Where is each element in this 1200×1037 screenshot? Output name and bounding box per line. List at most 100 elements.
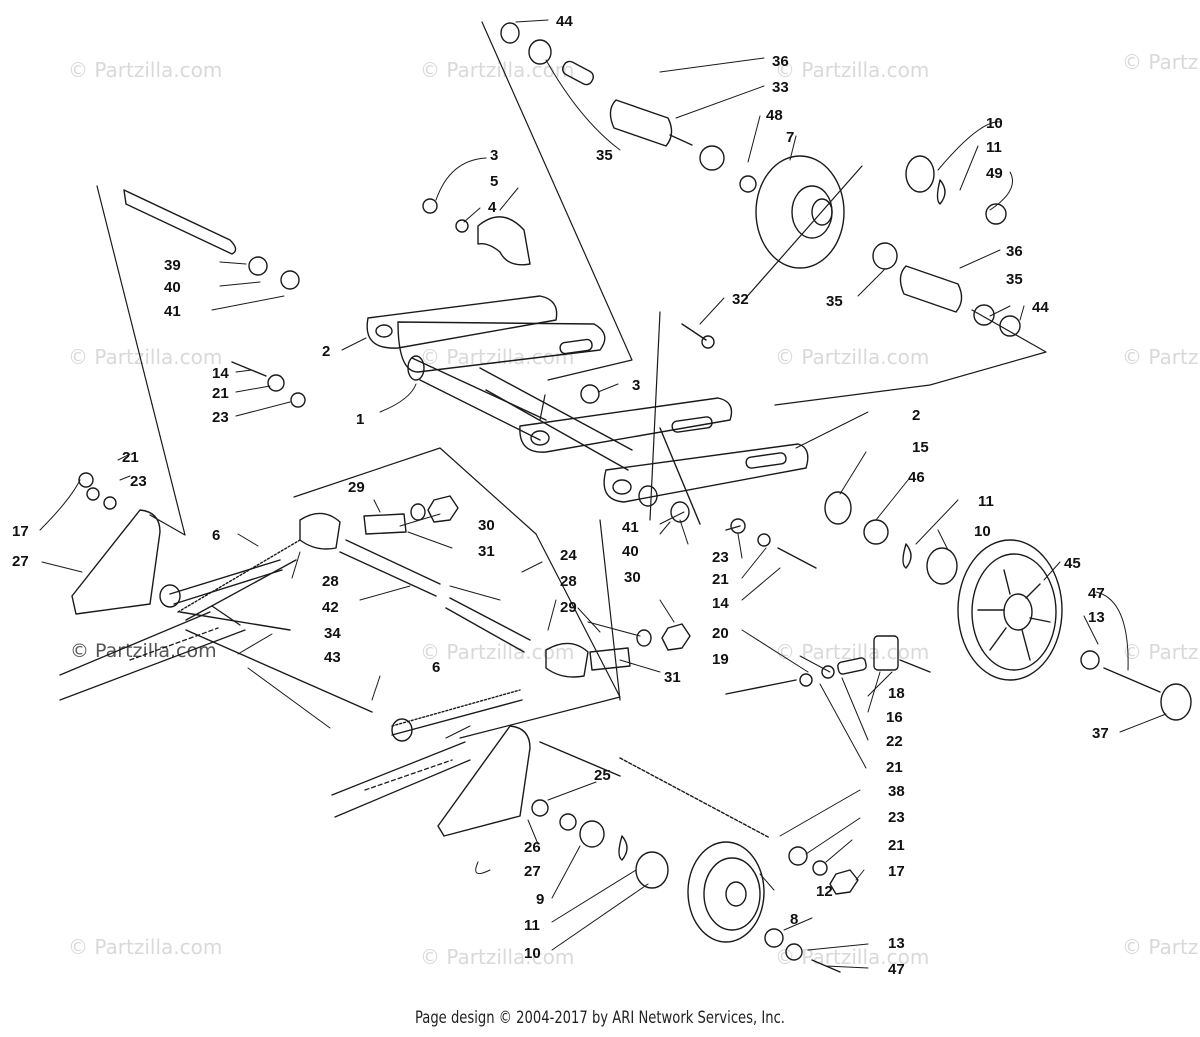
- callout-38: 38: [888, 783, 905, 800]
- callout-3: 3: [632, 377, 640, 394]
- watermark: © Partzilla.com: [68, 935, 223, 959]
- track-rail: [59, 605, 471, 818]
- callout-29: 29: [348, 479, 365, 496]
- exploded-parts-drawing: 1 2 2 3 3 4 5 6 6 7 8 9 10 10 10 11 11 1…: [12, 13, 1192, 978]
- watermark: © Partzilla.com: [420, 58, 575, 82]
- callout-14: 14: [712, 595, 729, 612]
- callout-47: 47: [1088, 585, 1105, 602]
- callout-31: 31: [478, 543, 495, 560]
- callout-28: 28: [560, 573, 577, 590]
- pivot-plate-left: [71, 472, 373, 713]
- callout-21: 21: [212, 385, 229, 402]
- callout-35: 35: [596, 147, 613, 164]
- callout-48: 48: [766, 107, 783, 124]
- callout-49: 49: [986, 165, 1003, 182]
- spring-bolt-upper: [299, 495, 459, 597]
- callout-2: 2: [912, 407, 920, 424]
- callout-25: 25: [594, 767, 611, 784]
- pivot-plate-lower: [437, 725, 771, 889]
- callout-21: 21: [888, 837, 905, 854]
- callout-15: 15: [912, 439, 929, 456]
- watermark: © Partzilla.com: [420, 945, 575, 969]
- callout-7: 7: [786, 129, 794, 146]
- callout-6: 6: [432, 659, 440, 676]
- callout-44: 44: [1032, 299, 1049, 316]
- callout-33: 33: [772, 79, 789, 96]
- watermark-prominent: © Partzilla.com: [70, 640, 217, 662]
- callout-21: 21: [712, 571, 729, 588]
- callout-11: 11: [986, 139, 1002, 156]
- callout-11: 11: [524, 917, 540, 934]
- callout-13: 13: [888, 935, 905, 952]
- watermark: © Partzilla.com: [68, 58, 223, 82]
- callout-30: 30: [624, 569, 641, 586]
- callout-45: 45: [1064, 555, 1081, 572]
- callout-43: 43: [324, 649, 341, 666]
- callout-5: 5: [490, 173, 498, 190]
- callout-28: 28: [322, 573, 339, 590]
- callout-36: 36: [1006, 243, 1023, 260]
- callout-27: 27: [12, 553, 29, 570]
- callout-41: 41: [622, 519, 639, 536]
- watermark: © Partzilla.com: [420, 640, 575, 664]
- left-hardware: [123, 189, 715, 408]
- spring-bolt-lower: [445, 597, 691, 678]
- callout-4: 4: [488, 199, 497, 216]
- callout-17: 17: [12, 523, 29, 540]
- callout-36: 36: [772, 53, 789, 70]
- callout-10: 10: [986, 115, 1003, 132]
- callout-20: 20: [712, 625, 729, 642]
- swing-arm-upper: [366, 295, 606, 373]
- callout-6: 6: [212, 527, 220, 544]
- callout-12: 12: [816, 883, 833, 900]
- callout-32: 32: [732, 291, 749, 308]
- upper-idler-assembly: [500, 22, 1021, 337]
- shock-rods: [177, 539, 523, 742]
- callout-41: 41: [164, 303, 181, 320]
- watermark: © Partzilla.com: [68, 345, 223, 369]
- leader-lines: [39, 19, 1167, 969]
- callout-23: 23: [212, 409, 229, 426]
- callout-21: 21: [886, 759, 903, 776]
- callout-13: 13: [1088, 609, 1105, 626]
- callout-35: 35: [1006, 271, 1023, 288]
- main-axle-tube: [407, 355, 633, 471]
- callout-8: 8: [790, 911, 798, 928]
- callout-34: 34: [324, 625, 341, 642]
- callout-31: 31: [664, 669, 681, 686]
- watermark: © Partzilla.com: [775, 58, 930, 82]
- callout-22: 22: [886, 733, 903, 750]
- callout-47: 47: [888, 961, 905, 978]
- assembly-boundary-lines: [96, 21, 1047, 739]
- callout-40: 40: [164, 279, 181, 296]
- callout-23: 23: [888, 809, 905, 826]
- callout-30: 30: [478, 517, 495, 534]
- callout-46: 46: [908, 469, 925, 486]
- callout-18: 18: [888, 685, 905, 702]
- watermark: © Partzilla.com: [1122, 640, 1200, 664]
- callout-16: 16: [886, 709, 903, 726]
- callout-17: 17: [888, 863, 905, 880]
- callout-26: 26: [524, 839, 541, 856]
- callout-14: 14: [212, 365, 229, 382]
- watermark: © Partzilla.com: [775, 345, 930, 369]
- idler-wheel-small: [687, 841, 859, 973]
- callout-27: 27: [524, 863, 541, 880]
- callout-37: 37: [1092, 725, 1109, 742]
- callout-9: 9: [536, 891, 544, 908]
- idler-wheel-large: [824, 491, 1192, 721]
- callout-1: 1: [356, 411, 364, 428]
- callout-44: 44: [556, 13, 573, 30]
- callout-2: 2: [322, 343, 330, 360]
- callout-40: 40: [622, 543, 639, 560]
- callout-11: 11: [978, 493, 994, 510]
- bracket-hardware: [638, 485, 931, 695]
- callout-labels: 1 2 2 3 3 4 5 6 6 7 8 9 10 10 10 11 11 1…: [12, 13, 1109, 978]
- callout-10: 10: [524, 945, 541, 962]
- watermark: © Partzilla.com: [1122, 935, 1200, 959]
- callout-29: 29: [560, 599, 577, 616]
- watermark: © Partzilla.com: [1122, 50, 1200, 74]
- callout-39: 39: [164, 257, 181, 274]
- callout-19: 19: [712, 651, 729, 668]
